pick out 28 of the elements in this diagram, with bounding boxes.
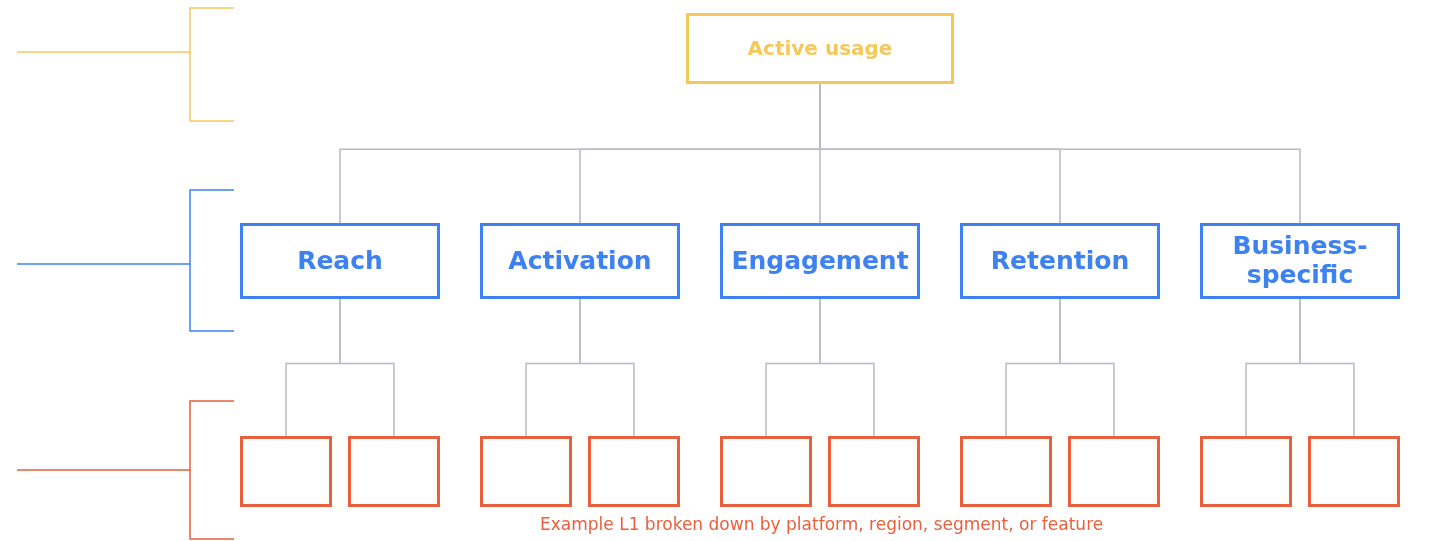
empty-box [348,436,440,507]
empty-box [1068,436,1160,507]
metric-box [240,223,440,299]
metric-label: Reach [297,246,383,276]
metric-label: Active usage [747,37,893,60]
metric-box [686,13,954,84]
empty-box [588,436,680,507]
empty-box [720,436,812,507]
metric-box [720,223,920,299]
connector-line [1299,298,1355,437]
empty-box [1308,436,1400,507]
note-text: Example L1 broken down by platform, region, segment, or feature [540,514,1104,534]
metric-label: Business-specific [1231,232,1369,290]
metric-box [960,223,1160,299]
empty-box [1200,436,1292,507]
empty-box [480,436,572,507]
connector-line [1059,298,1115,437]
metric-label: Activation [508,246,652,276]
metric-label: Retention [990,246,1130,276]
connector-line [339,298,395,437]
metric-box [1200,223,1400,299]
connector-line [819,298,875,437]
metric-box [480,223,680,299]
empty-box [240,436,332,507]
connector-line [579,298,635,437]
empty-box [960,436,1052,507]
metric-label: Engagement [731,246,909,276]
empty-box [828,436,920,507]
